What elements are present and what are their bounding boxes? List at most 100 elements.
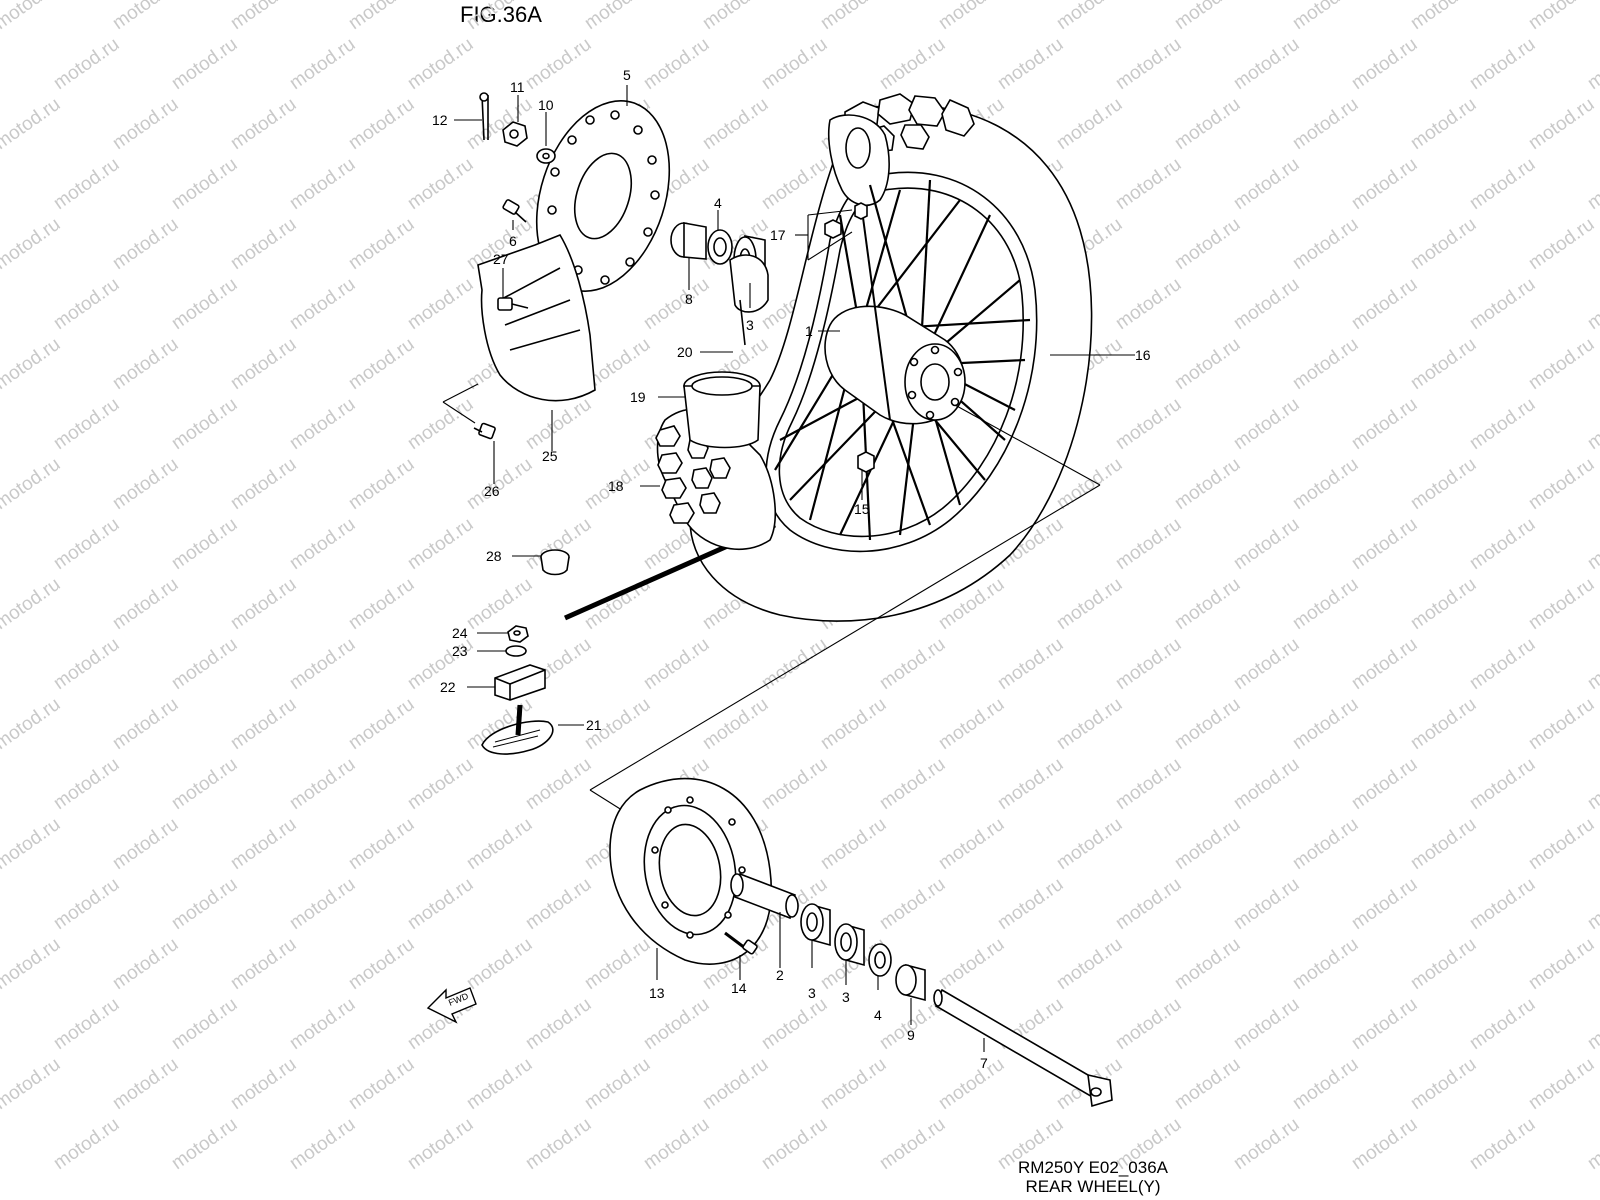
watermark-text: motod.ru bbox=[0, 454, 64, 514]
watermark-text: motod.ru bbox=[0, 1054, 64, 1114]
watermark-text: motod.ru bbox=[640, 1114, 713, 1174]
watermark-text: motod.ru bbox=[168, 394, 241, 454]
watermark-text: motod.ru bbox=[168, 874, 241, 934]
watermark-text: motod.ru bbox=[1289, 814, 1362, 874]
tire-lock-nut bbox=[507, 625, 529, 643]
watermark-text: motod.ru bbox=[463, 934, 536, 994]
watermark-text: motod.ru bbox=[286, 394, 359, 454]
watermark-text: motod.ru bbox=[109, 814, 182, 874]
watermark-text: motod.ru bbox=[876, 34, 949, 94]
watermark-text: motod.ru bbox=[1171, 814, 1244, 874]
watermark-text: motod.ru bbox=[345, 0, 418, 34]
oil-seal-lower bbox=[868, 943, 892, 977]
callout-25: 25 bbox=[542, 448, 558, 464]
watermark-text: motod.ru bbox=[1407, 454, 1480, 514]
watermark-text: motod.ru bbox=[581, 934, 654, 994]
callout-7: 7 bbox=[980, 1055, 988, 1071]
watermark-text: motod.ru bbox=[345, 334, 418, 394]
watermark-text: motod.ru bbox=[109, 1054, 182, 1114]
watermark-text: motod.ru bbox=[1525, 694, 1598, 754]
watermark-text: motod.ru bbox=[404, 514, 477, 574]
watermark-text: motod.ru bbox=[1112, 394, 1185, 454]
watermark-text: motod.ru bbox=[227, 214, 300, 274]
watermark-text: motod.ru bbox=[758, 994, 831, 1054]
watermark-text: motod.ru bbox=[1230, 754, 1303, 814]
watermark-text: motod.ru bbox=[1407, 574, 1480, 634]
watermark-text: motod.ru bbox=[168, 274, 241, 334]
watermark-text: motod.ru bbox=[1466, 514, 1539, 574]
watermark-text: motod.ru bbox=[758, 1114, 831, 1174]
watermark-text: motod.ru bbox=[1289, 0, 1362, 34]
watermark-text: motod.ru bbox=[1112, 634, 1185, 694]
watermark-text: motod.ru bbox=[286, 994, 359, 1054]
watermark-text: motod.ru bbox=[1584, 1114, 1600, 1174]
callout-18: 18 bbox=[608, 478, 624, 494]
watermark-text: motod.ru bbox=[935, 814, 1008, 874]
watermark-text: motod.ru bbox=[345, 574, 418, 634]
watermark-text: motod.ru bbox=[1407, 814, 1480, 874]
watermark-text: motod.ru bbox=[522, 874, 595, 934]
watermark-text: motod.ru bbox=[817, 1054, 890, 1114]
watermark-text: motod.ru bbox=[286, 34, 359, 94]
rear-wheel-assembly bbox=[689, 93, 1093, 622]
watermark-text: motod.ru bbox=[1584, 34, 1600, 94]
callout-23: 23 bbox=[452, 643, 468, 659]
watermark-text: motod.ru bbox=[168, 1114, 241, 1174]
watermark-text: motod.ru bbox=[994, 634, 1067, 694]
watermark-text: motod.ru bbox=[227, 94, 300, 154]
watermark-text: motod.ru bbox=[1348, 874, 1421, 934]
watermark-text: motod.ru bbox=[876, 874, 949, 934]
tire-lock-spacer bbox=[494, 664, 546, 701]
watermark-text: motod.ru bbox=[404, 394, 477, 454]
watermark-text: motod.ru bbox=[935, 934, 1008, 994]
watermark-text: motod.ru bbox=[168, 754, 241, 814]
watermark-text: motod.ru bbox=[1171, 0, 1244, 34]
watermark-text: motod.ru bbox=[876, 634, 949, 694]
watermark-text: motod.ru bbox=[0, 94, 64, 154]
watermark-text: motod.ru bbox=[1230, 1114, 1303, 1174]
watermark-text: motod.ru bbox=[640, 274, 713, 334]
figure-caption: REAR WHEEL(Y) bbox=[1025, 1177, 1161, 1196]
watermark-text: motod.ru bbox=[522, 1114, 595, 1174]
watermark-text: motod.ru bbox=[1525, 574, 1598, 634]
watermark-text: motod.ru bbox=[1053, 694, 1126, 754]
watermark-text: motod.ru bbox=[168, 34, 241, 94]
watermark-text: motod.ru bbox=[345, 694, 418, 754]
callout-15: 15 bbox=[854, 501, 870, 517]
guard-bolt-upper bbox=[497, 297, 529, 311]
disc-bolt bbox=[502, 199, 527, 223]
rim-inner-edge bbox=[778, 187, 1024, 538]
guard-bolt-lower bbox=[473, 422, 496, 440]
watermark-text: motod.ru bbox=[1171, 1054, 1244, 1114]
watermark-text: motod.ru bbox=[1230, 274, 1303, 334]
watermark-text: motod.ru bbox=[1407, 94, 1480, 154]
watermark-text: motod.ru bbox=[1289, 334, 1362, 394]
callout-27: 27 bbox=[493, 251, 509, 267]
watermark-text: motod.ru bbox=[581, 1054, 654, 1114]
watermark-text: motod.ru bbox=[994, 754, 1067, 814]
cotter-pin bbox=[479, 92, 489, 141]
watermark-text: motod.ru bbox=[1584, 274, 1600, 334]
watermark-text: motod.ru bbox=[876, 754, 949, 814]
rim-band bbox=[729, 254, 769, 346]
tire-lock-cap bbox=[540, 549, 570, 576]
watermark-text: motod.ru bbox=[286, 514, 359, 574]
watermark-text: motod.ru bbox=[0, 814, 64, 874]
watermark-text: motod.ru bbox=[345, 814, 418, 874]
hub-bore bbox=[920, 363, 950, 401]
callout-1: 1 bbox=[805, 323, 813, 339]
watermark-text: motod.ru bbox=[1053, 814, 1126, 874]
watermark-text: motod.ru bbox=[109, 934, 182, 994]
watermark-text: motod.ru bbox=[0, 334, 64, 394]
watermark-text: motod.ru bbox=[1289, 694, 1362, 754]
watermark-text: motod.ru bbox=[1053, 574, 1126, 634]
watermark-text: motod.ru bbox=[345, 454, 418, 514]
watermark-text: motod.ru bbox=[227, 1054, 300, 1114]
watermark-text: motod.ru bbox=[1584, 634, 1600, 694]
watermark-text: motod.ru bbox=[109, 334, 182, 394]
callout-22: 22 bbox=[440, 679, 456, 695]
watermark-text: motod.ru bbox=[50, 394, 123, 454]
watermark-text: motod.ru bbox=[1466, 994, 1539, 1054]
watermark-text: motod.ru bbox=[1584, 514, 1600, 574]
watermark-text: motod.ru bbox=[1171, 94, 1244, 154]
